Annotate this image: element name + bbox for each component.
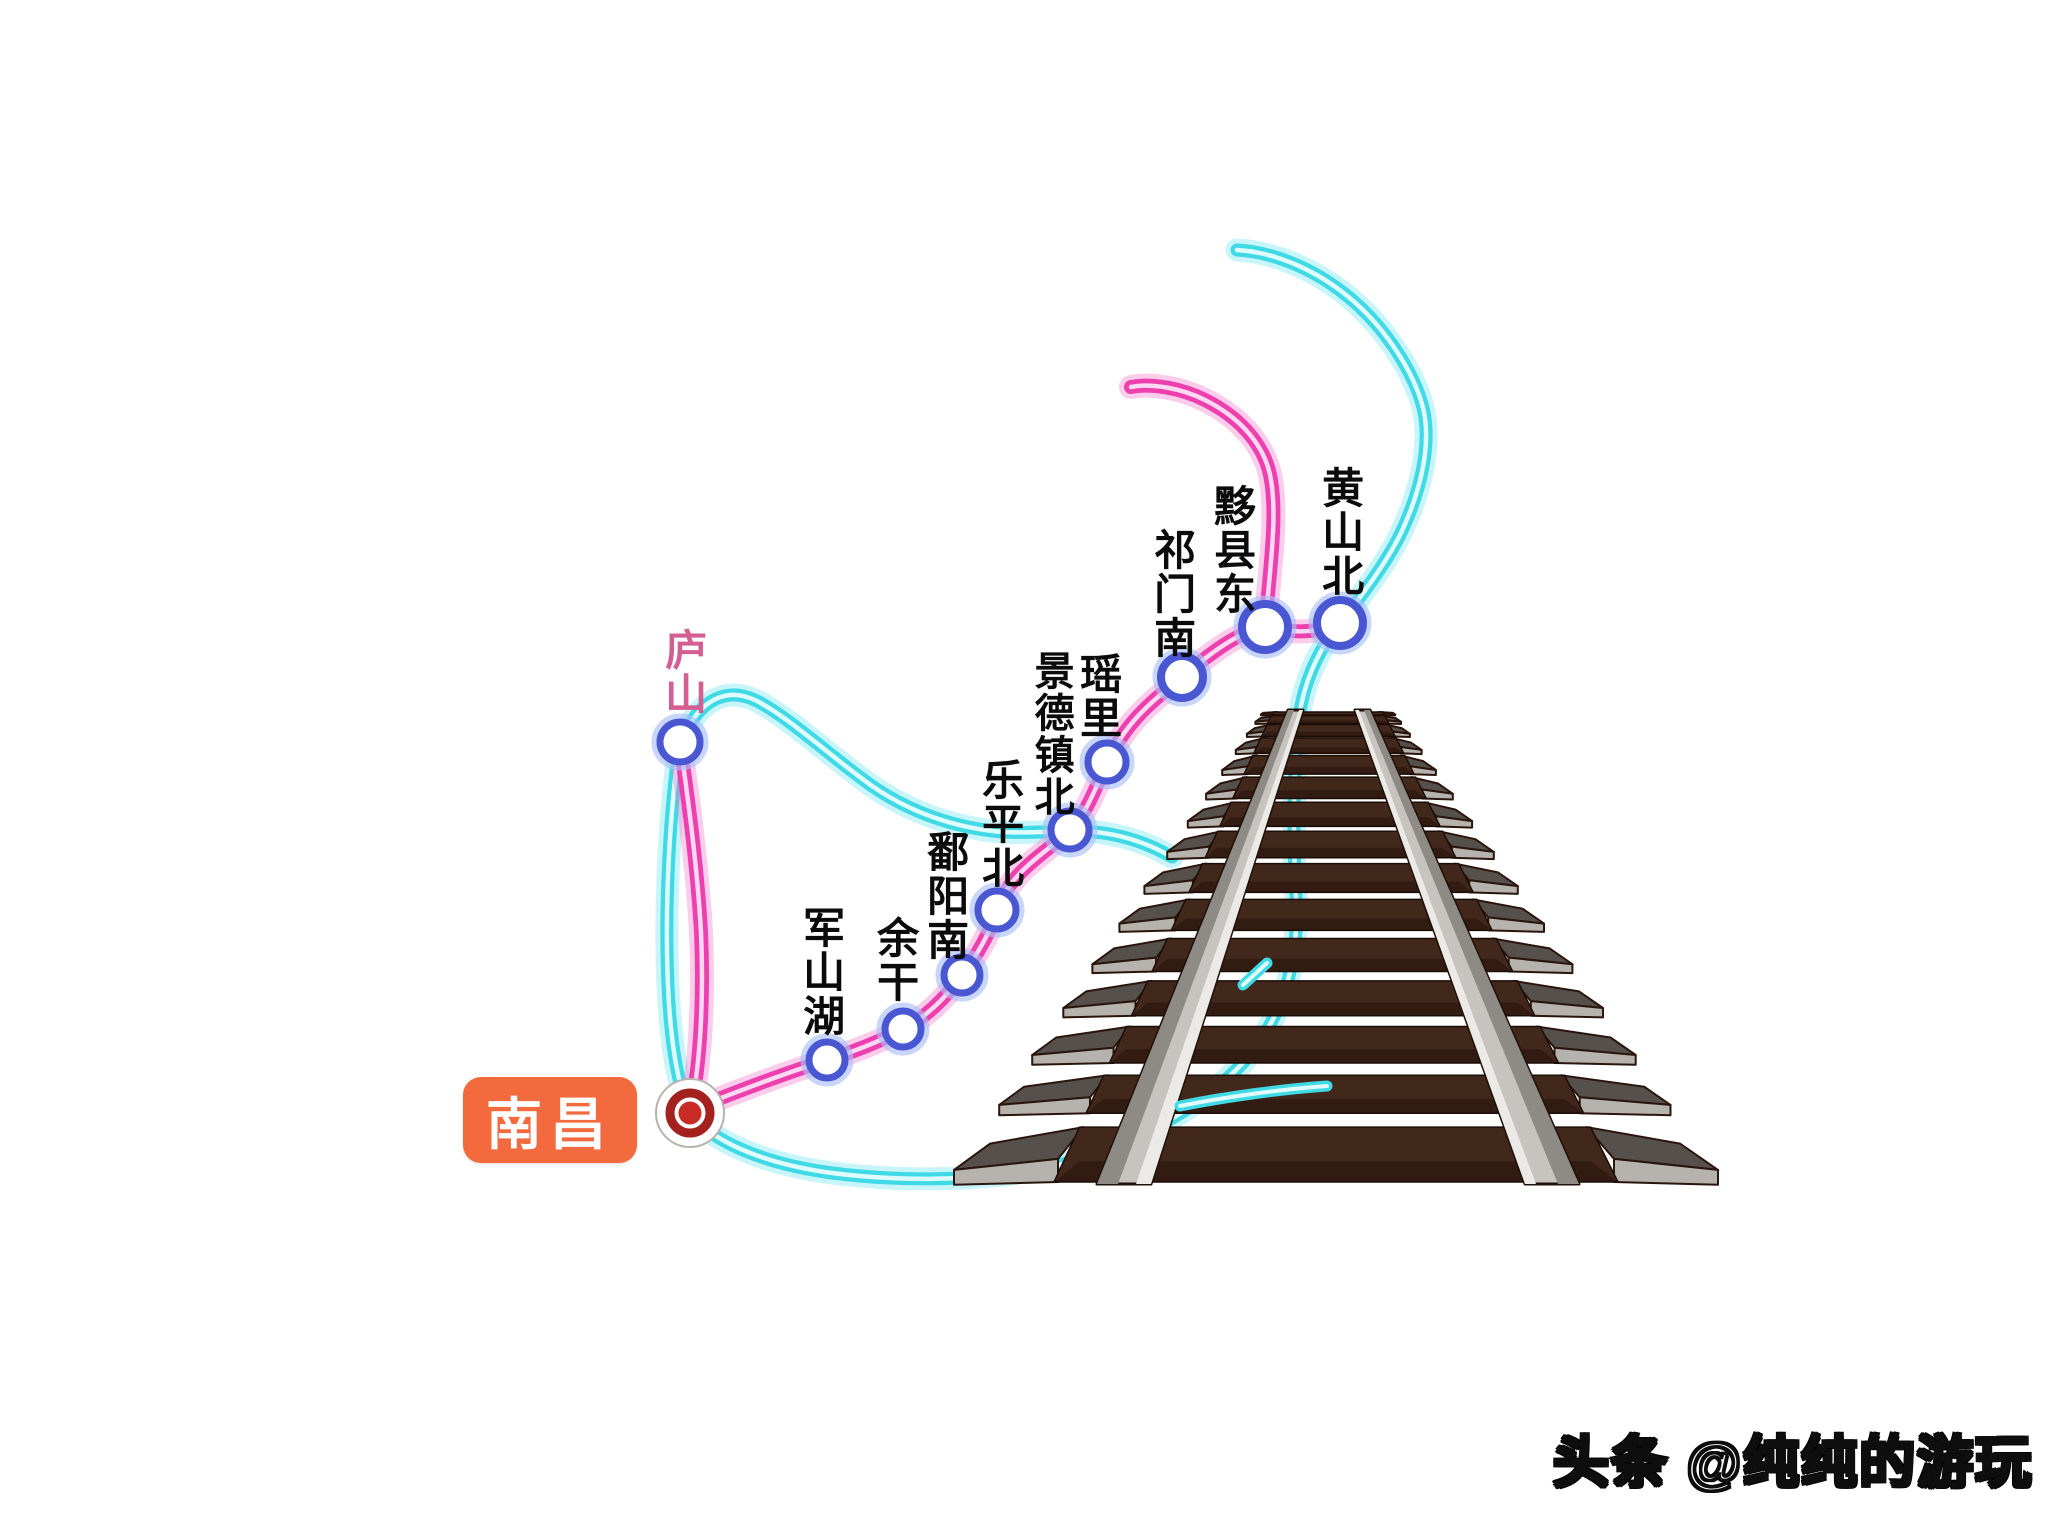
origin-station-name: 南昌 (486, 1092, 614, 1156)
station-marker (1308, 591, 1372, 655)
station-label-junshanhu: 军山湖 (797, 906, 845, 1038)
station-marker-lushan (651, 713, 709, 771)
station-marker (876, 1002, 930, 1056)
station-label-jingdezhenbei: 景德镇北 (1028, 650, 1073, 818)
station-label-qimennan: 祁门南 (1148, 528, 1196, 660)
station-marker (935, 948, 989, 1002)
station-label-poyangnan: 鄱阳南 (921, 830, 969, 962)
station-marker (1079, 734, 1135, 790)
station-marker (1233, 595, 1297, 659)
station-label-lepingbei: 乐平北 (976, 758, 1024, 890)
station-label-yugan: 余干 (871, 916, 919, 1004)
station-label-yaoli: 瑶里 (1074, 652, 1122, 740)
origin-station-badge: 南昌 (463, 1077, 637, 1163)
station-label-huangshanbei: 黄山北 (1316, 466, 1364, 598)
station-marker (800, 1033, 854, 1087)
station-markers (651, 591, 1372, 1087)
station-marker (969, 882, 1025, 938)
station-label-lushan: 庐山 (659, 628, 707, 716)
station-marker (1042, 802, 1098, 858)
station-label-yixiandong: 黟县东 (1208, 484, 1256, 616)
origin-station-bullseye-icon (655, 1078, 725, 1148)
watermark: 头条 @纯纯的游玩 (1551, 1430, 2034, 1496)
station-marker (1152, 647, 1212, 707)
railway-track-illustration (953, 708, 1719, 1186)
